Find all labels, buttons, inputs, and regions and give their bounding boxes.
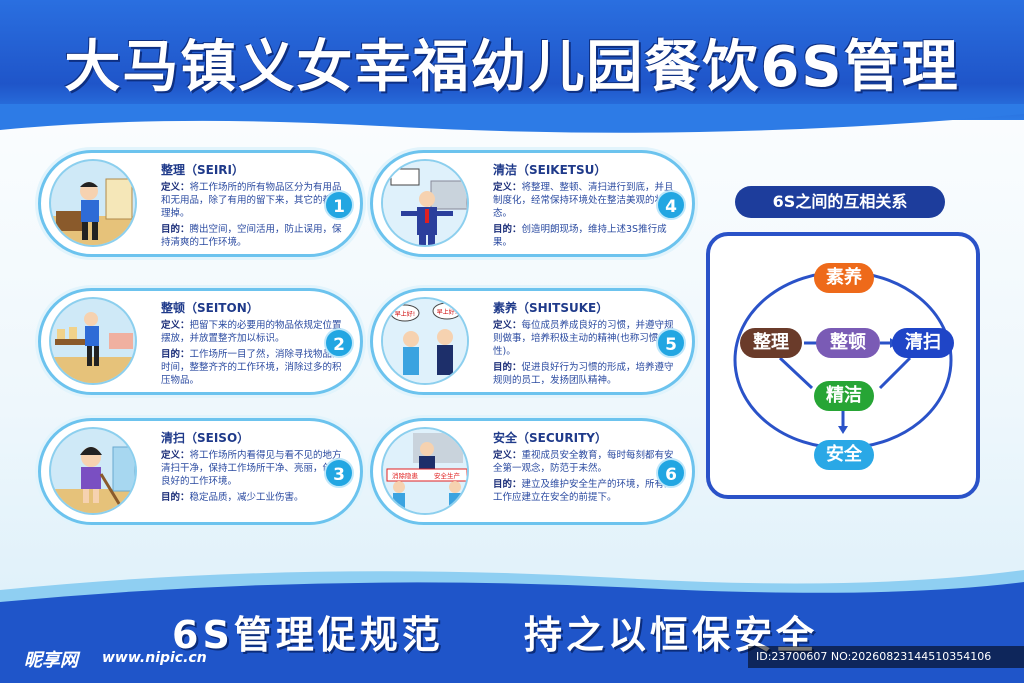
card-seiso-number: 3: [324, 458, 354, 488]
banner-text-right: 安全生产: [434, 471, 461, 480]
card-security-heading: 安全（SECURITY）: [493, 431, 607, 445]
relation-box: 素养 整理 整顿 清扫 精洁 安全: [706, 232, 980, 499]
card-seiton: 整顿（SEITON） 定义：把留下来的必要用的物品依规定位置摆放，并放置整齐加以…: [38, 288, 363, 395]
card-seiri-goal: 目的：腾出空间，空间活用，防止误用，保持清爽的工作环境。: [161, 224, 342, 248]
card-seiso-heading: 清扫（SEISO）: [161, 431, 250, 445]
card-seiketsu-heading: 清洁（SEIKETSU）: [493, 163, 607, 177]
watermark-id: ID:23700607 NO:20260823144510354106: [748, 646, 1024, 668]
card-seiri: 整理（SEIRI） 定义：将工作场所的所有物品区分为有用品和无用品，除了有用的留…: [38, 150, 363, 257]
card-seiton-illustration: [49, 297, 137, 385]
card-shitsuke-definition: 定义：每位成员养成良好的习惯，并遵守规则做事，培养积极主动的精神(也称习惯性)。: [493, 320, 674, 357]
card-seiton-heading: 整顿（SEITON）: [161, 301, 259, 315]
node-jingjie: 精洁: [814, 381, 874, 411]
card-seiton-goal: 目的：工作场所一目了然，消除寻找物品的时间，整整齐齐的工作环境，消除过多的积压物…: [161, 349, 342, 386]
card-shitsuke-illustration: 早上好! 早上好!: [381, 297, 469, 385]
card-seiketsu-number: 4: [656, 190, 686, 220]
card-seiri-illustration: [49, 159, 137, 247]
arrow-zhengli-jingjie: [778, 356, 814, 390]
watermark-logo: 昵享网: [24, 650, 78, 671]
header-band: [0, 0, 1024, 120]
watermark-url: www.nipic.cn: [102, 650, 207, 666]
card-security-definition: 定义：重视成员安全教育，每时每刻都有安全第一观念，防范于未然。: [493, 450, 674, 474]
poster-title: 大马镇义女幸福幼儿园餐饮6S管理: [64, 35, 960, 100]
card-seiketsu-goal: 目的：创造明朗现场，维持上述3S推行成果。: [493, 224, 667, 248]
card-seiso-illustration: [49, 427, 137, 515]
card-security-number: 6: [656, 458, 686, 488]
header-wave: [0, 104, 1024, 133]
card-seiton-number: 2: [324, 328, 354, 358]
speech-bubble-right: 早上好!: [437, 308, 457, 316]
speech-bubble-left: 早上好!: [395, 310, 415, 318]
card-seiri-definition: 定义：将工作场所的所有物品区分为有用品和无用品，除了有用的留下来，其它的都清理掉…: [161, 182, 342, 219]
card-seiton-definition: 定义：把留下来的必要用的物品依规定位置摆放，并放置整齐加以标识。: [161, 320, 342, 344]
card-shitsuke-heading: 素养（SHITSUKE）: [493, 301, 609, 315]
node-qingsao: 清扫: [892, 328, 954, 358]
node-anquan: 安全: [814, 440, 874, 470]
card-shitsuke: 早上好! 早上好! 素养（SHITSUKE） 定义：每位成员养成良好的习惯，并遵…: [370, 288, 695, 395]
card-seiketsu-definition: 定义：将整理、整顿、清扫进行到底，并且制度化，经常保持环境处在整洁美观的状态。: [493, 182, 674, 219]
card-security-illustration: 消除隐患 安全生产: [381, 427, 469, 515]
card-seiri-heading: 整理（SEIRI）: [161, 163, 245, 177]
card-seiketsu-illustration: [381, 159, 469, 247]
card-shitsuke-goal: 目的：促进良好行为习惯的形成，培养遵守规则的员工，发扬团队精神。: [493, 362, 674, 386]
relation-title: 6S之间的互相关系: [735, 186, 945, 218]
card-security-goal: 目的：建立及维护安全生产的环境，所有的工作应建立在安全的前提下。: [493, 479, 674, 503]
card-seiri-number: 1: [324, 190, 354, 220]
card-seiso: 清扫（SEISO） 定义：将工作场所内看得见与看不见的地方清扫干净，保持工作场所…: [38, 418, 363, 525]
card-security: 消除隐患 安全生产 安全（SECURITY） 定义：重视成员安全教育，每时每刻都…: [370, 418, 695, 525]
arrow-qingsao-jingjie: [878, 356, 912, 390]
card-seiso-definition: 定义：将工作场所内看得见与看不见的地方清扫干净，保持工作场所干净、亮丽，创造良好…: [161, 450, 342, 487]
card-shitsuke-number: 5: [656, 328, 686, 358]
slogan-left: 6S管理促规范: [172, 613, 444, 657]
card-seiso-goal: 目的：稳定品质，减少工业伤害。: [161, 492, 304, 503]
arrowhead-anquan: [838, 426, 848, 434]
node-zhengdun: 整顿: [816, 328, 880, 358]
banner-text-left: 消除隐患: [392, 471, 419, 480]
card-seiketsu: 清洁（SEIKETSU） 定义：将整理、整顿、清扫进行到底，并且制度化，经常保持…: [370, 150, 695, 257]
node-suyang: 素养: [814, 263, 874, 293]
node-zhengli: 整理: [740, 328, 802, 358]
